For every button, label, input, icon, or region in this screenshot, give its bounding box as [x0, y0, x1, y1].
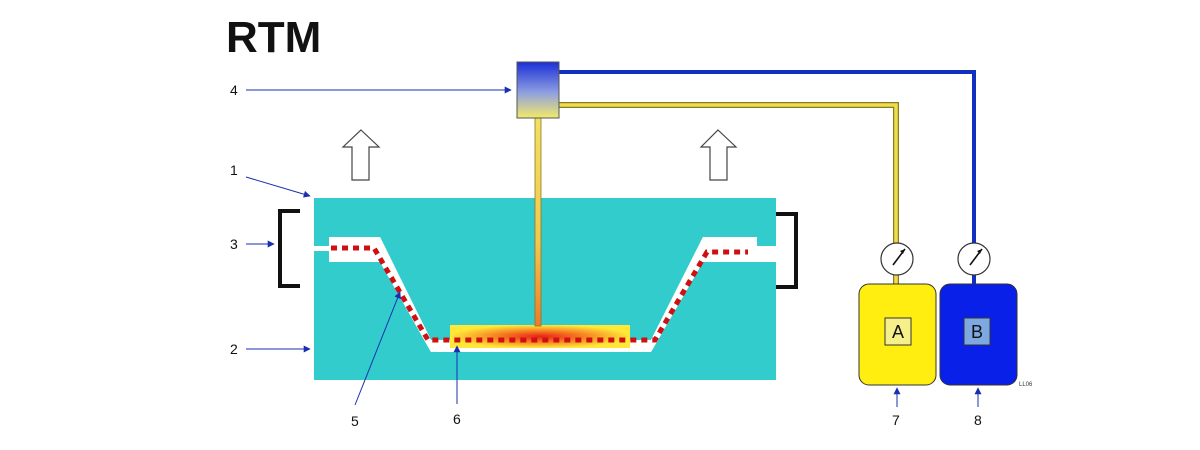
tank-b-label-box — [963, 317, 991, 346]
tank-a-label-box — [884, 317, 912, 346]
mold-block — [314, 198, 776, 380]
parting-line-left — [288, 246, 332, 251]
fiber-preform — [331, 245, 748, 343]
leader-line-5 — [354, 291, 401, 406]
mixing-head — [516, 61, 560, 119]
tank-a-label: A — [892, 322, 904, 342]
label-1: 1 — [230, 162, 238, 178]
label-7: 7 — [892, 412, 900, 428]
mold-lower-half — [314, 262, 380, 380]
label-6: 6 — [453, 411, 461, 427]
label-4: 4 — [230, 82, 238, 98]
hollow-up-arrow-icon — [699, 129, 738, 181]
tank-b-label: B — [971, 322, 983, 342]
parting-line-right — [752, 246, 796, 251]
label-3: 3 — [230, 236, 238, 252]
leader-line-1 — [245, 176, 311, 198]
label-8: 8 — [974, 412, 982, 428]
injection-tube — [534, 115, 542, 327]
hardener-line — [558, 70, 976, 284]
page-title: RTM — [226, 13, 322, 62]
pressure-gauge-icon — [880, 242, 914, 276]
mold-cavity — [329, 237, 757, 352]
mold-upper-half — [314, 198, 776, 237]
hollow-up-arrow-icon — [341, 129, 381, 181]
clamp-right — [776, 212, 798, 289]
pressure-gauge-icon — [957, 242, 991, 276]
corner-code: LL06 — [1019, 382, 1033, 388]
label-2: 2 — [230, 341, 238, 357]
resin-line-inner — [558, 103, 898, 284]
clamp-left — [278, 209, 300, 288]
label-5: 5 — [351, 413, 359, 429]
resin-fill-region — [450, 325, 630, 348]
